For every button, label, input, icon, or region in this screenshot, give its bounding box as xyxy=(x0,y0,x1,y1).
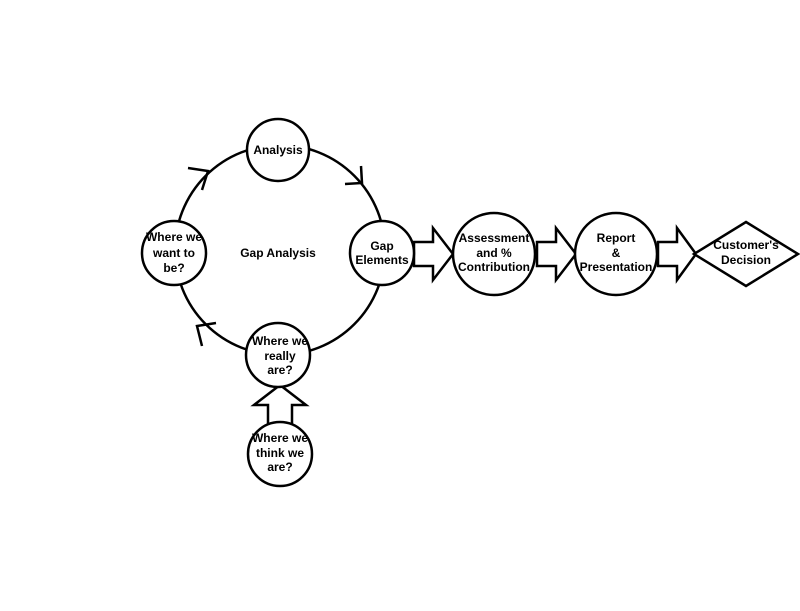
node-analysis: Analysis xyxy=(245,117,311,183)
node-assessment: Assessment and % Contribution xyxy=(451,211,537,297)
node-report-line-1: Report xyxy=(597,231,636,245)
svg-text:be?: be? xyxy=(163,261,184,275)
node-decision-line-2: Decision xyxy=(721,253,771,267)
cycle-arrowhead-top-left xyxy=(187,166,210,191)
node-where-we-think-we-are: Where we think we are? xyxy=(246,420,314,488)
svg-text:&: & xyxy=(612,246,621,260)
node-really-line-2: really xyxy=(264,349,296,363)
node-think-line-1: Where we xyxy=(252,431,308,445)
svg-text:Where we: Where we xyxy=(252,431,308,445)
svg-text:Analysis: Analysis xyxy=(253,143,303,157)
svg-text:Assessment: Assessment xyxy=(459,231,530,245)
node-think-line-3: are? xyxy=(267,460,292,474)
arrow-gap-to-assessment xyxy=(412,224,455,284)
svg-text:Customer's: Customer's xyxy=(713,238,779,252)
center-label: Gap Analysis xyxy=(240,246,316,260)
node-report-line-3: Presentation xyxy=(580,260,653,274)
node-really-line-3: are? xyxy=(267,363,292,377)
node-gap-line-2: Elements xyxy=(355,253,409,267)
node-want-line-3: be? xyxy=(163,261,184,275)
svg-text:and %: and % xyxy=(476,246,512,260)
node-decision-line-1: Customer's xyxy=(713,238,779,252)
svg-text:Where we: Where we xyxy=(146,230,202,244)
node-gap-line-1: Gap xyxy=(370,239,393,253)
node-assessment-line-3: Contribution xyxy=(458,260,530,274)
up-block-arrow xyxy=(250,383,310,426)
node-gap-elements: Gap Elements xyxy=(348,219,416,287)
node-report: Report & Presentation xyxy=(573,211,659,297)
node-analysis-line-1: Analysis xyxy=(253,143,303,157)
svg-text:want to: want to xyxy=(152,246,195,260)
arrow-assessment-to-report xyxy=(535,224,578,284)
node-assessment-line-2: and % xyxy=(476,246,512,260)
svg-text:Decision: Decision xyxy=(721,253,771,267)
node-want-line-2: want to xyxy=(152,246,195,260)
svg-text:Contribution: Contribution xyxy=(458,260,530,274)
node-customer-decision: Customer's Decision xyxy=(691,220,800,288)
arrow-report-to-decision xyxy=(656,224,698,284)
svg-text:really: really xyxy=(264,349,296,363)
svg-text:Gap: Gap xyxy=(370,239,393,253)
cycle-arrowhead-top-right xyxy=(344,165,364,186)
svg-text:think we: think we xyxy=(256,446,304,460)
node-where-we-really-are: Where we really are? xyxy=(244,321,312,389)
node-where-we-want-to-be: Where we want to be? xyxy=(140,219,208,287)
cycle-arrowhead-bottom-left xyxy=(195,321,217,347)
svg-text:are?: are? xyxy=(267,363,292,377)
svg-text:Presentation: Presentation xyxy=(580,260,653,274)
node-assessment-line-1: Assessment xyxy=(459,231,530,245)
svg-text:Elements: Elements xyxy=(355,253,409,267)
node-report-line-2: & xyxy=(612,246,621,260)
svg-text:are?: are? xyxy=(267,460,292,474)
svg-text:Where we: Where we xyxy=(252,334,308,348)
node-really-line-1: Where we xyxy=(252,334,308,348)
svg-text:Report: Report xyxy=(597,231,636,245)
node-think-line-2: think we xyxy=(256,446,304,460)
node-want-line-1: Where we xyxy=(146,230,202,244)
